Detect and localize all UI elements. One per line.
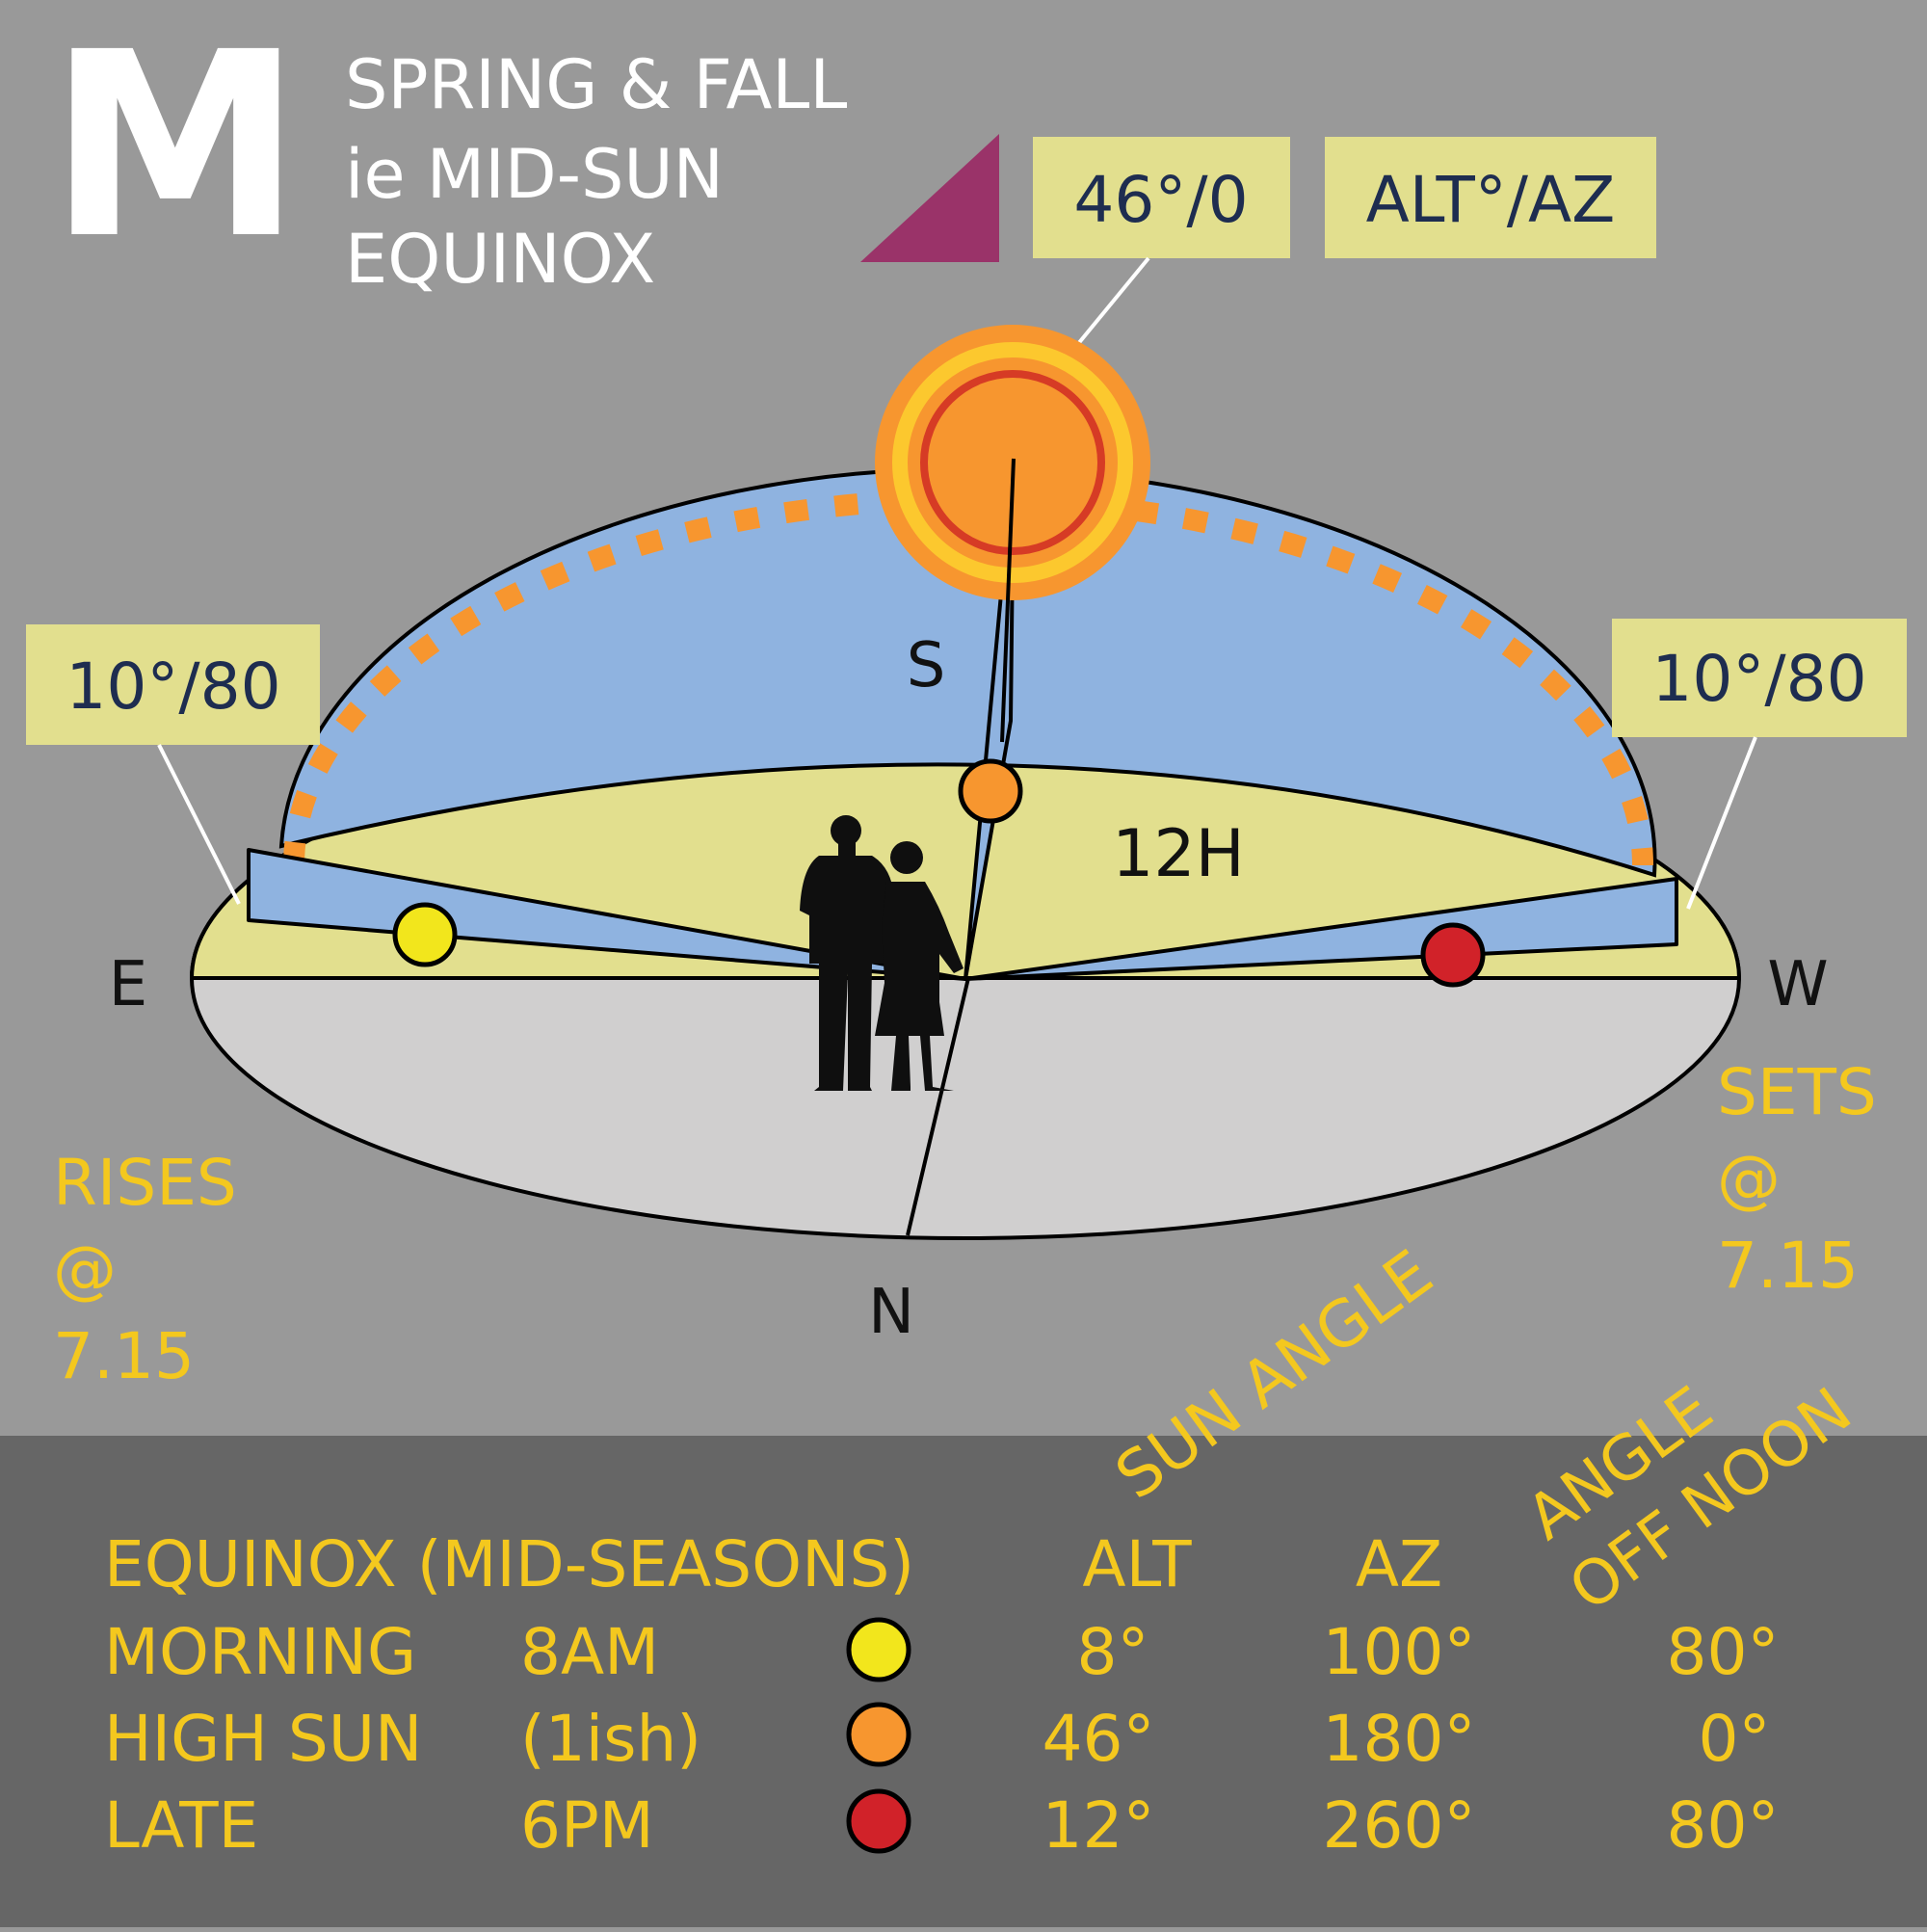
svg-text:100°: 100° (1323, 1615, 1476, 1689)
table-row: HIGH SUN (1ish) 46° 180° 0° (104, 1702, 1771, 1776)
compass-east: E (109, 949, 147, 1020)
compass-west: W (1767, 949, 1828, 1020)
late-sun-dot (1420, 922, 1486, 988)
people-silhouette (800, 815, 964, 1091)
angle-wedge-marker (860, 134, 999, 262)
late-legend-dot (846, 1788, 911, 1854)
legend-box (1325, 137, 1656, 258)
svg-text:12°: 12° (1043, 1788, 1155, 1863)
legend-text: ALT°/AZ (1366, 163, 1616, 237)
hours-label: 12H (1112, 816, 1245, 892)
svg-text:7.15: 7.15 (1717, 1229, 1859, 1303)
table-header-label: EQUINOX (MID-SEASONS) (104, 1527, 914, 1601)
svg-text:MORNING: MORNING (104, 1615, 416, 1689)
table-header-alt: ALT (1082, 1527, 1192, 1601)
east-angle-text: 10°/80 (66, 649, 280, 724)
svg-text:HIGH SUN: HIGH SUN (104, 1702, 422, 1776)
data-table: EQUINOX (MID-SEASONS) ALT AZ MORNING 8AM… (104, 1527, 1779, 1863)
svg-text:RISES: RISES (53, 1146, 237, 1220)
compass-north: N (868, 1277, 914, 1348)
west-callout-line (1686, 736, 1757, 910)
big-letter: M (48, 0, 303, 295)
svg-text:(1ish): (1ish) (520, 1702, 701, 1776)
morning-legend-dot (846, 1617, 911, 1682)
svg-text:SETS: SETS (1717, 1055, 1877, 1129)
svg-text:80°: 80° (1667, 1788, 1780, 1863)
rises-label: RISES @ 7.15 (53, 1146, 237, 1393)
noon-angle-text: 46°/0 (1073, 163, 1248, 237)
svg-text:6PM: 6PM (520, 1788, 654, 1863)
east-callout-line (157, 744, 241, 905)
title-line-3: EQUINOX (345, 220, 655, 299)
svg-text:80°: 80° (1667, 1615, 1780, 1689)
noon-callout-line (1075, 256, 1150, 347)
svg-text:8°: 8° (1077, 1615, 1149, 1689)
svg-text:@: @ (53, 1232, 117, 1307)
noon-angle-box (1033, 137, 1290, 258)
compass-south: S (907, 630, 946, 701)
inner-sun-path (283, 489, 1653, 866)
late-sun-beam (964, 877, 1678, 981)
title-line-2: ie MID-SUN (345, 135, 724, 214)
high-sun-legend-dot (846, 1702, 911, 1767)
east-angle-box (26, 624, 320, 745)
svg-text:8AM: 8AM (520, 1615, 659, 1689)
svg-text:180°: 180° (1323, 1702, 1476, 1776)
noon-sun-dot (958, 758, 1023, 824)
table-background (0, 1436, 1927, 1927)
table-header-az: AZ (1356, 1527, 1442, 1601)
sets-label: SETS @ 7.15 (1717, 1055, 1877, 1303)
north-meridian-line (906, 977, 970, 1236)
svg-text:260°: 260° (1323, 1788, 1476, 1863)
west-angle-text: 10°/80 (1651, 642, 1866, 716)
svg-text:46°: 46° (1043, 1702, 1155, 1776)
table-row: LATE 6PM 12° 260° 80° (104, 1788, 1779, 1863)
morning-sun-dot (392, 902, 458, 967)
svg-text:LATE: LATE (104, 1788, 258, 1863)
svg-text:0°: 0° (1699, 1702, 1771, 1776)
svg-text:@: @ (1717, 1142, 1781, 1216)
sky-dome (278, 466, 1657, 878)
svg-text:7.15: 7.15 (53, 1319, 195, 1393)
morning-sun-beam (247, 848, 967, 981)
noon-sun-icon (875, 325, 1150, 743)
table-row: MORNING 8AM 8° 100° 80° (104, 1615, 1779, 1689)
title-line-1: SPRING & FALL (345, 45, 847, 124)
west-angle-box (1612, 619, 1907, 737)
